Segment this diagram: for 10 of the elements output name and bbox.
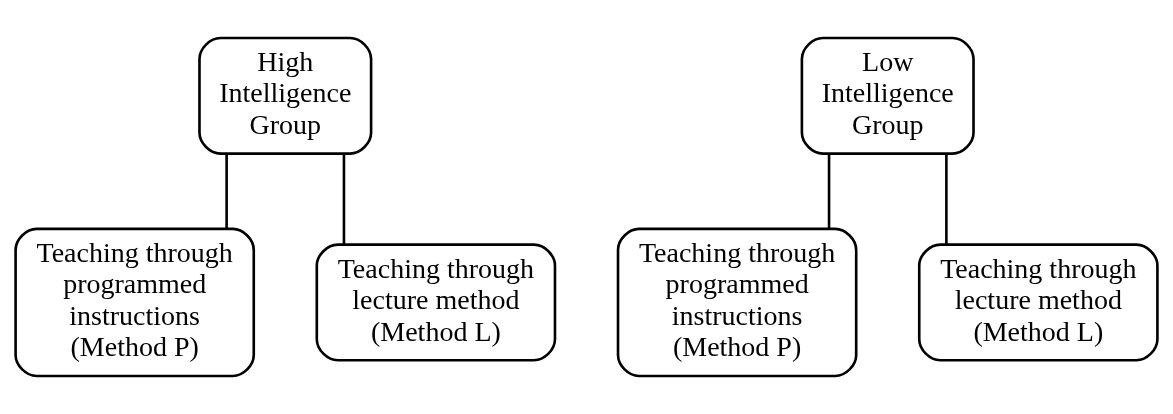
connector [827, 153, 831, 229]
connector [945, 153, 948, 245]
node-box: Teaching through programmed instructions (Method P) [616, 227, 858, 378]
node-box: Low Intelligence Group [800, 36, 975, 155]
node-box: High Intelligence Group [198, 36, 373, 155]
node-box: Teaching through lecture method (Method L) [315, 243, 557, 362]
node-box: Teaching through programmed instructions (Method P) [14, 227, 256, 378]
connector [225, 153, 228, 229]
connector [342, 153, 346, 245]
node-box: Teaching through lecture method (Method L) [917, 243, 1159, 362]
